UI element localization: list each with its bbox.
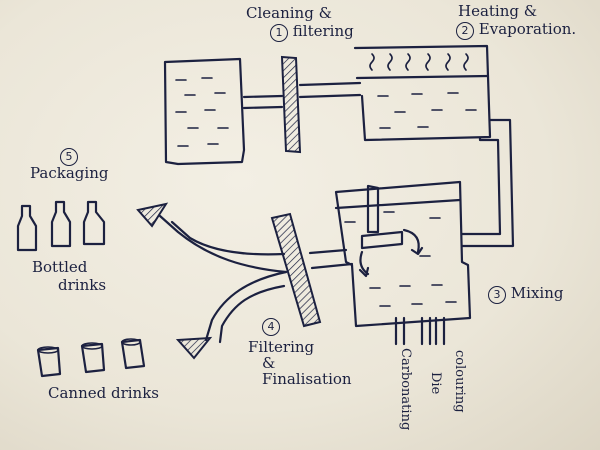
- raw-tank: [163, 57, 246, 166]
- steam-waves: [369, 53, 469, 71]
- bottled-label-line1: Bottled: [32, 258, 88, 276]
- pipe-1: [242, 81, 362, 110]
- pipe-3: [308, 248, 354, 270]
- step5-number: 5: [60, 148, 78, 166]
- step3-label: 3 Mixing: [488, 284, 564, 304]
- dye-label: Die: [428, 372, 443, 395]
- step1-title-line2: filtering: [292, 22, 354, 40]
- arrowhead-canned: [175, 336, 213, 360]
- colouring-label: colouring: [452, 350, 467, 413]
- arrowhead-bottled: [136, 202, 169, 228]
- filter-1: [280, 55, 302, 154]
- step2-title-line1: Heating &: [458, 2, 538, 20]
- canned-label: Canned drinks: [48, 384, 160, 402]
- step2-title-line2: Evaporation.: [478, 20, 577, 38]
- step1-number: 1: [270, 24, 288, 42]
- bottles-icon: [16, 200, 106, 252]
- step3-number: 3: [488, 286, 506, 304]
- step4-label: 4: [262, 318, 280, 336]
- step2-label: 2 Evaporation.: [456, 20, 577, 40]
- step4-title-line1: Filtering: [248, 338, 315, 356]
- pipe-2: [460, 118, 515, 248]
- step4-title-line3: Finalisation: [262, 370, 352, 388]
- carbonating-label: Carbonating: [398, 348, 413, 431]
- step1-label: 1 filtering: [270, 22, 354, 42]
- step3-title: Mixing: [510, 284, 564, 302]
- filter-2: [270, 212, 322, 328]
- step5-title: Packaging: [30, 164, 109, 182]
- step4-number: 4: [262, 318, 280, 336]
- cans-icon: [36, 338, 146, 378]
- step2-number: 2: [456, 22, 474, 40]
- step1-title-line1: Cleaning &: [246, 4, 332, 22]
- heating-tank: [353, 44, 492, 142]
- step4-title-line2: &: [262, 354, 276, 372]
- step5-number-wrap: 5: [60, 148, 78, 166]
- additive-inlets: [394, 316, 446, 346]
- outlet-pipes: [158, 214, 288, 344]
- mixing-tank: [334, 180, 472, 328]
- bottled-label-line2: drinks: [58, 276, 107, 294]
